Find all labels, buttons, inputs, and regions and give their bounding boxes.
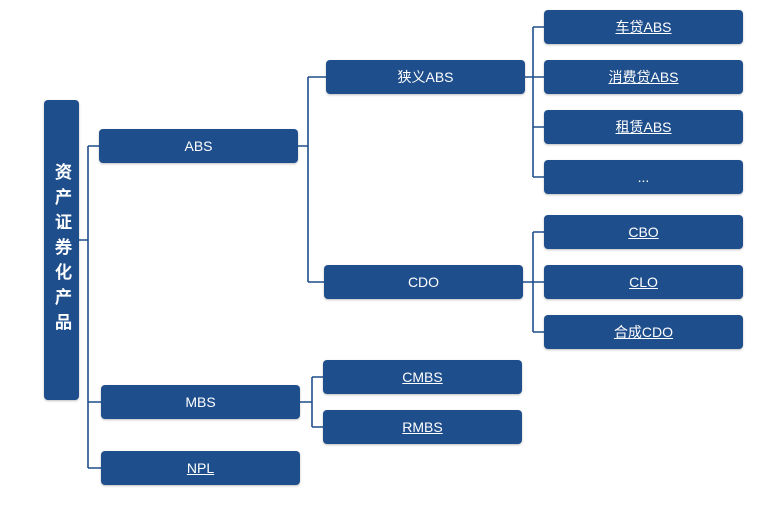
node-npl-label[interactable]: NPL — [186, 460, 215, 476]
node-consumer-loan-abs-label[interactable]: 消费贷ABS — [608, 69, 679, 85]
node-cbo[interactable]: CBO — [544, 215, 743, 249]
node-car-loan-abs-label[interactable]: 车贷ABS — [615, 19, 672, 35]
node-synthetic-cdo[interactable]: 合成CDO — [544, 315, 743, 349]
node-narrow-abs: 狭义ABS — [326, 60, 525, 94]
node-ellipsis-label: ... — [637, 169, 650, 185]
node-abs: ABS — [99, 129, 298, 163]
connector-narrow-abs-children — [524, 26, 544, 178]
node-car-loan-abs[interactable]: 车贷ABS — [544, 10, 743, 44]
connector-mbs-children — [299, 376, 323, 428]
node-consumer-loan-abs[interactable]: 消费贷ABS — [544, 60, 743, 94]
node-clo-label[interactable]: CLO — [629, 274, 658, 290]
node-cmbs[interactable]: CMBS — [323, 360, 522, 394]
node-mbs: MBS — [101, 385, 300, 419]
connector-cdo-children — [522, 231, 544, 333]
node-abs-label: ABS — [184, 138, 213, 154]
node-cbo-label[interactable]: CBO — [628, 224, 659, 240]
connector-root-children — [79, 145, 101, 469]
node-cmbs-label[interactable]: CMBS — [402, 369, 443, 385]
node-ellipsis: ... — [544, 160, 743, 194]
root-node-asset-securitization: 资产证券化产品 — [44, 100, 79, 400]
node-narrow-abs-label: 狭义ABS — [397, 69, 454, 85]
root-node-label: 资产证券化产品 — [52, 162, 71, 338]
connector-abs-children — [297, 76, 326, 283]
node-rmbs[interactable]: RMBS — [323, 410, 522, 444]
node-clo[interactable]: CLO — [544, 265, 743, 299]
node-synthetic-cdo-label[interactable]: 合成CDO — [613, 324, 674, 340]
node-rmbs-label[interactable]: RMBS — [402, 419, 443, 435]
node-cdo-label: CDO — [407, 274, 440, 290]
node-npl[interactable]: NPL — [101, 451, 300, 485]
node-cdo: CDO — [324, 265, 523, 299]
node-lease-abs[interactable]: 租赁ABS — [544, 110, 743, 144]
node-lease-abs-label[interactable]: 租赁ABS — [615, 119, 672, 135]
node-mbs-label: MBS — [185, 394, 216, 410]
